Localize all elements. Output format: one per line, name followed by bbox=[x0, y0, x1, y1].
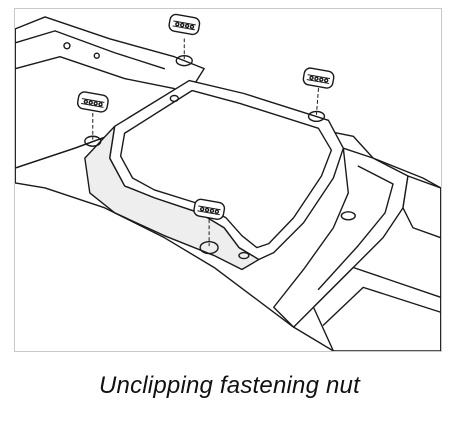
frame-right-pillar-edge bbox=[317, 165, 394, 291]
frame-slot bbox=[340, 211, 356, 221]
nut-hole-left bbox=[84, 135, 102, 147]
frame-upper-left-edge bbox=[15, 30, 166, 70]
frame-hole-3 bbox=[169, 94, 179, 103]
nut-hole-right bbox=[307, 110, 326, 123]
figure-caption: Unclipping fastening nut bbox=[99, 372, 360, 399]
frame-opening-inner bbox=[119, 89, 333, 249]
guide-line-right bbox=[315, 88, 319, 115]
nut-hole-bottom bbox=[199, 240, 219, 255]
frame-upper-left-edge-2 bbox=[15, 56, 176, 90]
fastening-nut-top bbox=[168, 13, 201, 36]
nut-hole-top bbox=[175, 55, 193, 67]
fastening-nut-right bbox=[302, 67, 335, 89]
frame-lower-right-edge bbox=[322, 286, 441, 326]
frame-hole-1 bbox=[63, 42, 71, 50]
guide-lines bbox=[92, 38, 319, 247]
frame-hole-4 bbox=[238, 251, 250, 260]
frame-inner-rim bbox=[84, 125, 260, 271]
dashboard-frame-illustration bbox=[15, 13, 441, 351]
frame-right-member bbox=[402, 175, 441, 239]
frame-hole-2 bbox=[93, 52, 100, 59]
fastening-nut-bottom bbox=[193, 198, 226, 220]
fastening-nut-left bbox=[76, 91, 109, 113]
frame-lower-right-box bbox=[312, 266, 441, 351]
illustration-frame bbox=[14, 8, 442, 352]
